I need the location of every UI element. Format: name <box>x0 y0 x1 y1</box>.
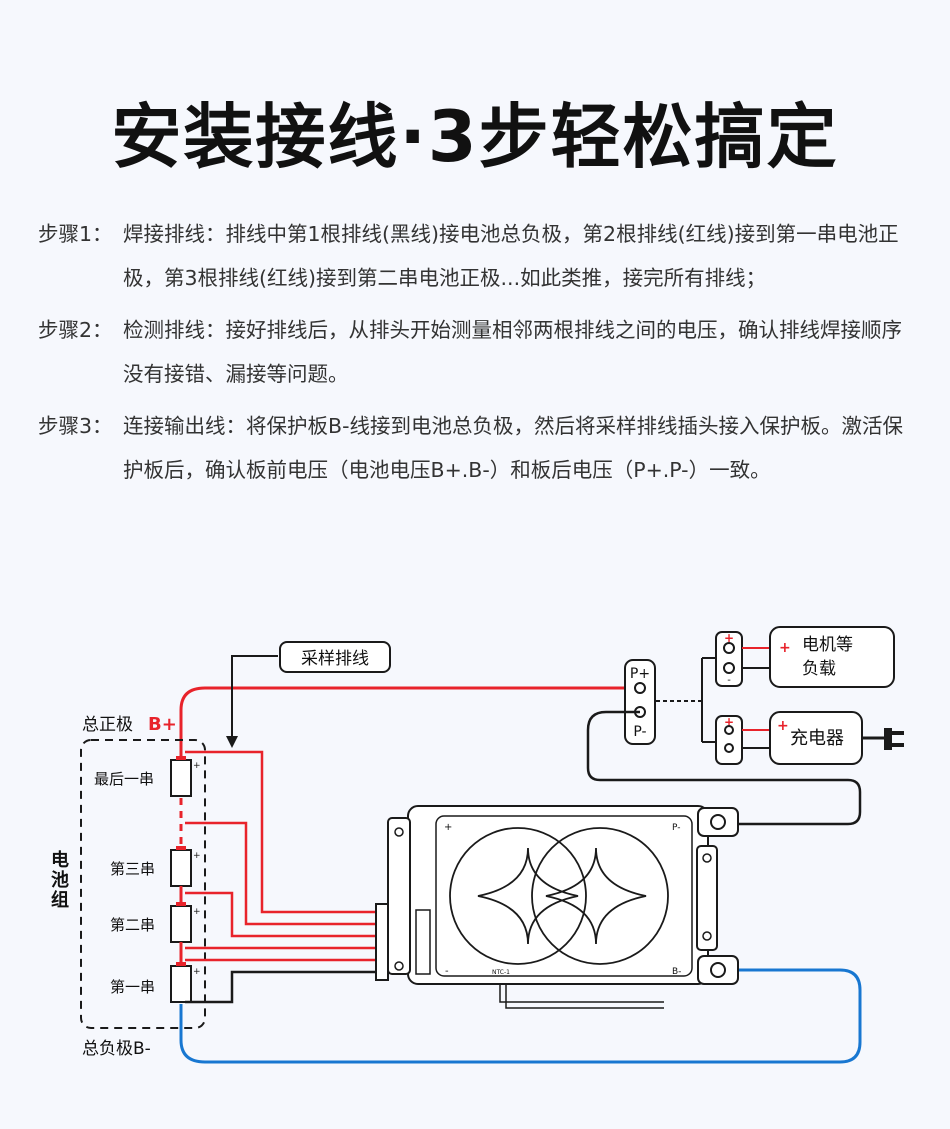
battery-pack-label-3: 组 <box>51 889 69 911</box>
cell-label-first: 第一串 <box>110 978 155 996</box>
cell-last <box>170 756 192 797</box>
cell-third <box>170 846 192 887</box>
battery-pack-label-1: 电 <box>51 849 69 871</box>
cell-label-third: 第三串 <box>110 860 155 878</box>
svg-text:B-: B- <box>672 967 681 977</box>
load-label-2: 负载 <box>802 659 836 679</box>
cell-first <box>170 962 192 1003</box>
load-label-1: 电机等 <box>802 635 853 655</box>
svg-text:P-: P- <box>672 823 680 833</box>
svg-text:+: + <box>777 718 789 734</box>
output-port <box>624 659 656 745</box>
cell-plus-mark: + <box>193 761 201 771</box>
protection-board: + - P- B- NTC-1 <box>387 805 739 1009</box>
sampling-label-box <box>279 641 391 673</box>
wiring-diagram: + + + + 采样排线 总正极 B+ 总负极B- 电 池 组 最后一串 第三串… <box>51 626 904 1064</box>
b-minus-wire <box>179 968 862 1064</box>
port-p-minus-label: P- <box>633 724 646 740</box>
sampling-arrow-head <box>226 736 238 748</box>
step-2: 步骤2： 检测排线：接好排线后，从排头开始测量相邻两根排线之间的电压，确认排线焊… <box>38 308 918 396</box>
cell-plus-mark: + <box>193 907 201 917</box>
load-connector <box>715 631 743 687</box>
svg-text:+: + <box>444 822 452 833</box>
cell-plus-mark: + <box>193 967 201 977</box>
sampling-label: 采样排线 <box>301 649 369 669</box>
svg-text:-: - <box>445 966 449 977</box>
svg-text:+: + <box>724 631 734 645</box>
battery-pack-label-2: 池 <box>51 869 69 891</box>
cell-plus-mark: + <box>193 851 201 861</box>
step-2-text: 检测排线：接好排线后，从排头开始测量相邻两根排线之间的电压，确认排线焊接顺序没有… <box>123 318 902 386</box>
battery-pack-box <box>80 739 206 1029</box>
sampling-connector <box>375 903 389 981</box>
svg-text:-: - <box>727 675 731 686</box>
step-2-label: 步骤2： <box>38 318 113 342</box>
p-minus-wire <box>586 710 862 826</box>
port-p-plus-label: P+ <box>630 666 650 682</box>
step-1-label: 步骤1： <box>38 222 113 246</box>
charger-label: 充电器 <box>790 728 844 749</box>
total-positive-label: 总正极 <box>82 715 133 735</box>
step-3-text: 连接输出线：将保护板B-线接到电池总负极，然后将采样排线插头接入保护板。激活保护… <box>123 414 903 482</box>
sampling-wires <box>185 750 376 1004</box>
steps-list: 步骤1： 焊接排线：排线中第1根排线(黑线)接电池总负极，第2根排线(红线)接到… <box>38 212 918 500</box>
charger-connector <box>715 715 743 765</box>
load-box <box>769 626 895 688</box>
cell-second <box>170 902 192 943</box>
total-negative-label: 总负极B- <box>82 1039 151 1059</box>
total-positive-symbol: B+ <box>148 714 177 735</box>
step-3: 步骤3： 连接输出线：将保护板B-线接到电池总负极，然后将采样排线插头接入保护板… <box>38 404 918 492</box>
svg-text:+: + <box>724 715 734 729</box>
sampling-arrow-line <box>231 655 278 738</box>
step-1-text: 焊接排线：排线中第1根排线(黑线)接电池总负极，第2根排线(红线)接到第一串电池… <box>123 222 899 290</box>
plug-icon <box>862 728 904 750</box>
step-3-label: 步骤3： <box>38 414 113 438</box>
page-title: 安装接线·3步轻松搞定 <box>111 96 839 178</box>
b-plus-wire <box>179 686 640 762</box>
step-1: 步骤1： 焊接排线：排线中第1根排线(黑线)接电池总负极，第2根排线(红线)接到… <box>38 212 918 300</box>
cell-label-last: 最后一串 <box>94 770 154 788</box>
svg-text:NTC-1: NTC-1 <box>492 969 510 976</box>
svg-text:+: + <box>779 640 791 656</box>
cell-label-second: 第二串 <box>110 916 155 934</box>
